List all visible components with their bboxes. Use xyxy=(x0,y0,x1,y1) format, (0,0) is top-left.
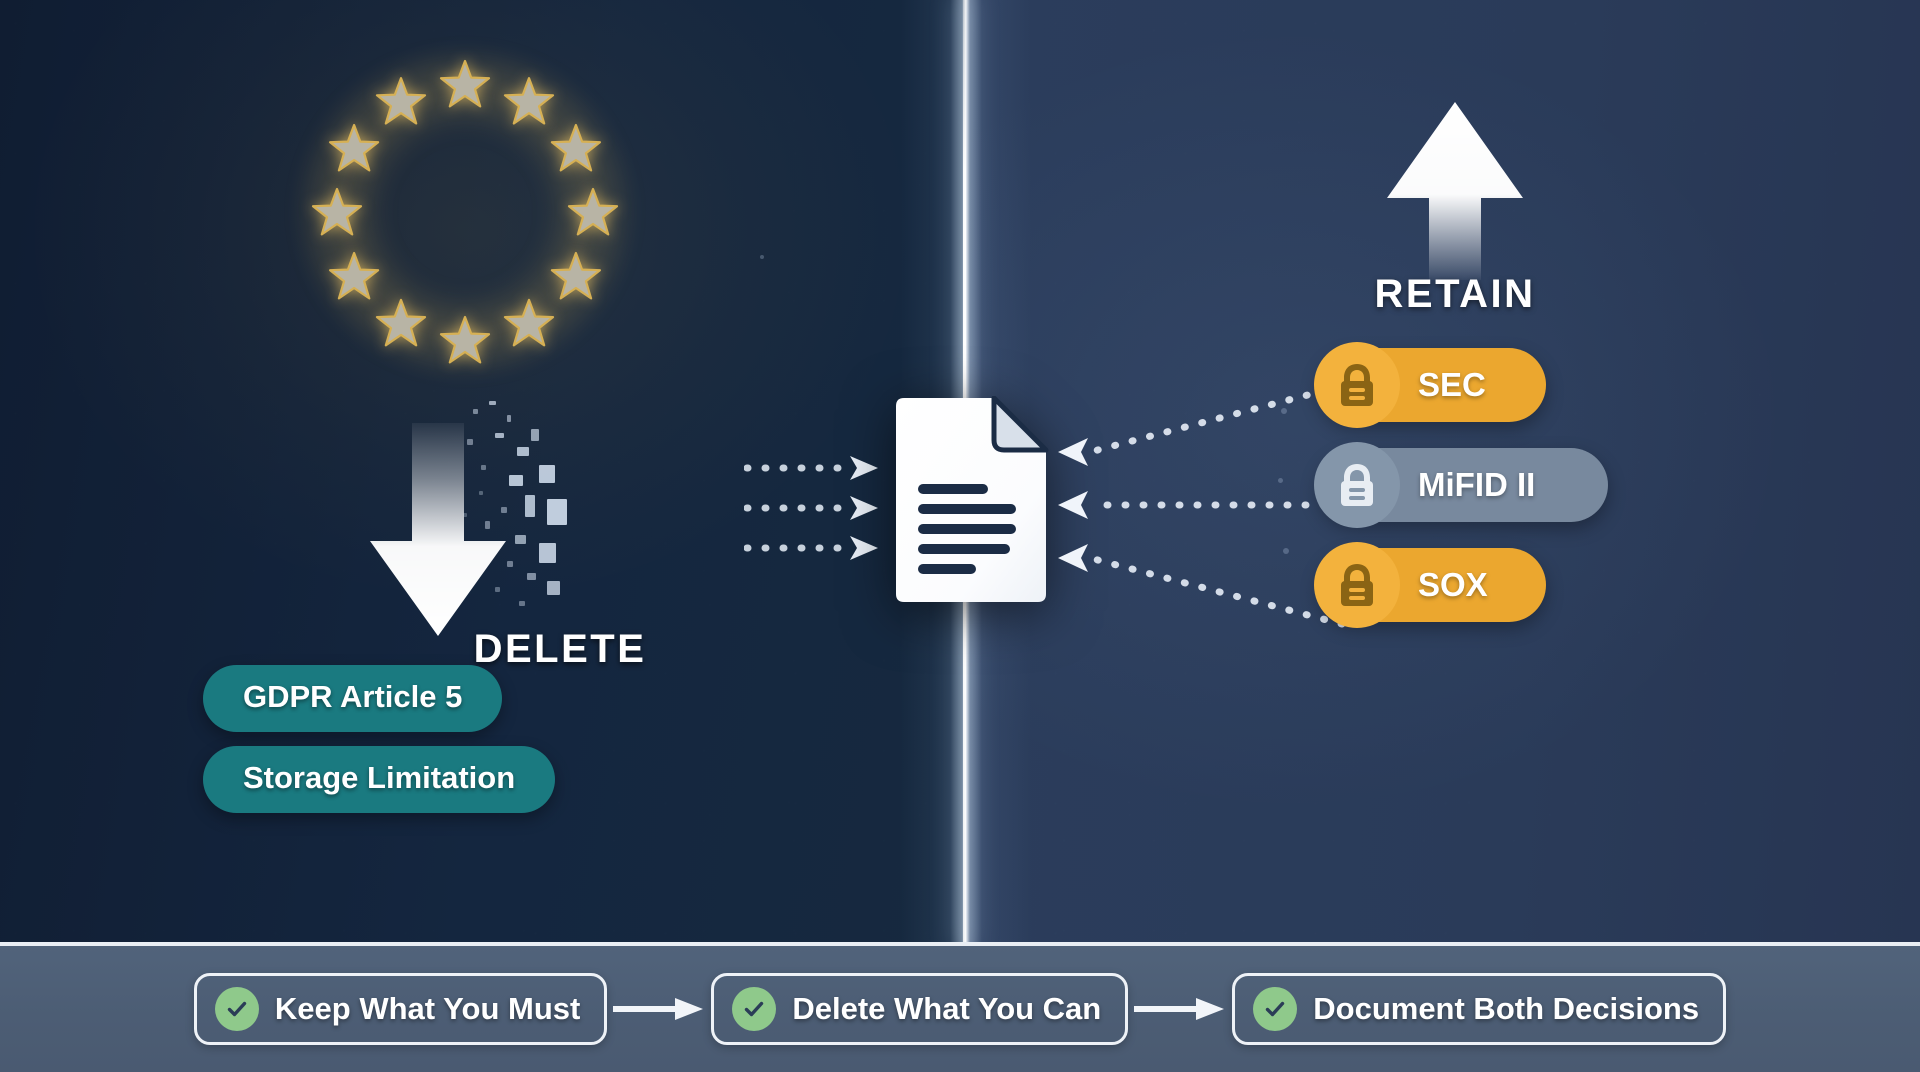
eu-star-icon xyxy=(328,122,380,174)
eu-star-icon xyxy=(439,58,491,110)
regulation-badge-group: SEC MiFID II S xyxy=(1314,342,1738,648)
badge-mifid-ii-label: MiFID II xyxy=(1418,466,1536,503)
check-circle-icon xyxy=(732,987,777,1031)
eu-stars-ring xyxy=(300,52,630,372)
step-label-1: Keep What You Must xyxy=(274,991,581,1026)
pill-gdpr-article-5[interactable]: GDPR Article 5 xyxy=(203,665,503,732)
pill-storage-limitation[interactable]: Storage Limitation xyxy=(203,746,556,813)
envelope-icon xyxy=(472,421,758,589)
gdpr-pill-group: GDPR Article 5 Storage Limitation xyxy=(203,665,703,827)
check-circle-icon xyxy=(214,987,259,1031)
document-text-lines xyxy=(918,484,1016,574)
eu-star-icon xyxy=(375,297,427,349)
badge-sox[interactable]: SOX xyxy=(1314,542,1546,628)
eu-star-icon xyxy=(311,186,363,238)
eu-star-icon xyxy=(550,250,602,302)
lock-glyph xyxy=(1341,564,1373,606)
eu-star-icon xyxy=(567,186,619,238)
eu-star-icon xyxy=(503,75,555,127)
step-box-3[interactable]: Document Both Decisions xyxy=(1232,973,1727,1045)
retain-action-label: RETAIN xyxy=(1374,272,1536,316)
step-label-2: Delete What You Can xyxy=(792,991,1102,1026)
badge-mifid-ii[interactable]: MiFID II xyxy=(1314,442,1608,528)
eu-star-icon xyxy=(328,250,380,302)
up-arrow-icon xyxy=(1387,102,1523,280)
badge-sox-label: SOX xyxy=(1418,566,1488,603)
eu-star-icon xyxy=(375,75,427,127)
delete-action-label: DELETE xyxy=(473,627,647,671)
document-icon xyxy=(896,396,1049,602)
step-box-1[interactable]: Keep What You Must xyxy=(193,973,608,1045)
lock-icon xyxy=(1314,542,1400,628)
steps-bar: Keep What You Must Delete What You Can Doc… xyxy=(0,942,1920,1072)
step-label-3: Document Both Decisions xyxy=(1313,991,1700,1026)
eu-star-icon xyxy=(503,297,555,349)
step-separator-arrow-icon xyxy=(1134,996,1226,1022)
lock-icon xyxy=(1314,442,1400,528)
check-circle-icon xyxy=(1253,987,1298,1031)
eu-star-icon xyxy=(550,122,602,174)
down-arrow-icon xyxy=(370,423,506,636)
eu-star-icon xyxy=(439,314,491,366)
step-box-2[interactable]: Delete What You Can xyxy=(711,973,1129,1045)
step-separator-arrow-icon xyxy=(613,996,705,1022)
lock-glyph xyxy=(1341,364,1373,406)
badge-sec-label: SEC xyxy=(1418,366,1486,403)
badge-sec[interactable]: SEC xyxy=(1314,342,1546,428)
lock-icon xyxy=(1314,342,1400,428)
lock-glyph xyxy=(1341,464,1373,506)
